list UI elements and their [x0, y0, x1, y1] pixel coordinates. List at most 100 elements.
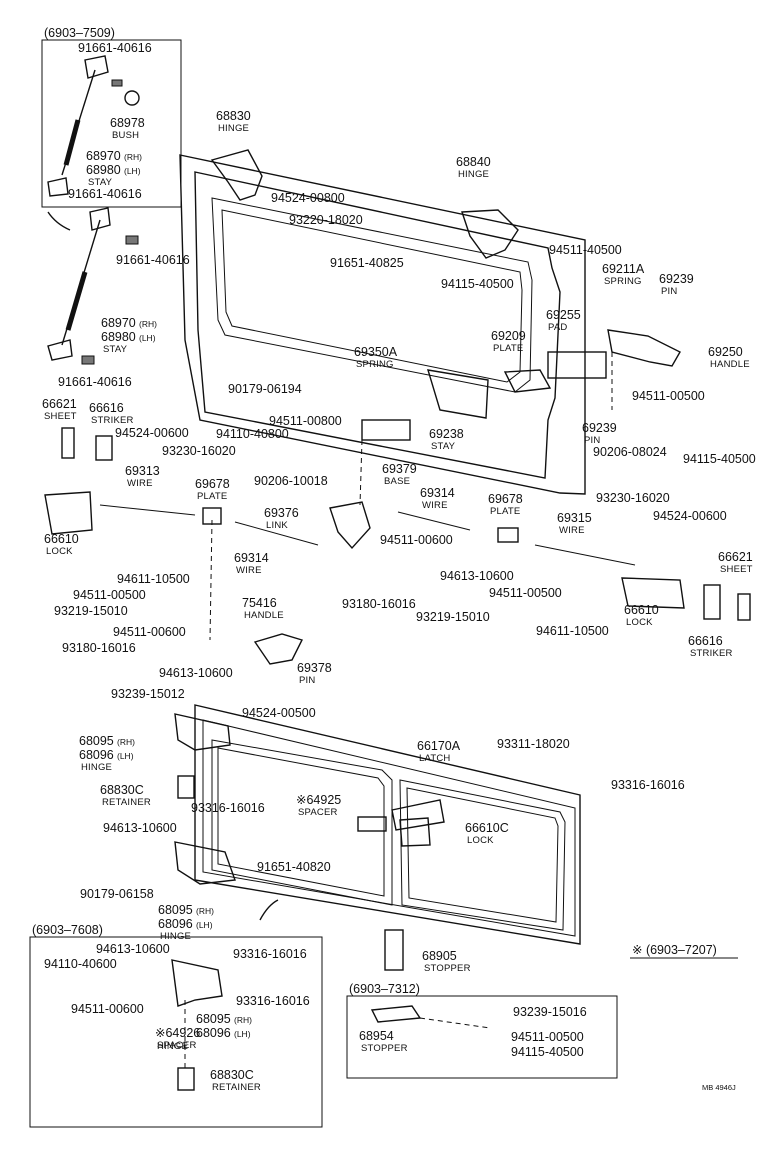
- striker-66616-left-icon: [95, 435, 113, 461]
- part-number: 94511-00500: [489, 586, 562, 600]
- stay-icon-inset: [47, 55, 140, 197]
- link-69376-icon: [329, 501, 371, 550]
- part-name: HINGE: [160, 931, 191, 942]
- part-name: LATCH: [419, 753, 450, 764]
- part-name: SPACER: [157, 1040, 197, 1051]
- part-number: 68980: [86, 163, 121, 177]
- part-name: BUSH: [112, 130, 139, 141]
- part-name: RETAINER: [212, 1082, 261, 1093]
- hinge-68095-top-icon: [174, 713, 231, 751]
- part-number: 94611-10500: [536, 624, 609, 638]
- inset-box-top-left: [41, 39, 182, 208]
- part-number: 68096: [79, 748, 114, 762]
- spacer-64925-icon: [357, 816, 387, 832]
- hinge-68830-icon: [210, 149, 263, 201]
- part-name: HINGE: [157, 1041, 188, 1052]
- part-number: 94613-10600: [96, 942, 170, 956]
- arrow-to-inset-bottom: [259, 899, 279, 921]
- part-number: 94511-00600: [113, 625, 186, 639]
- part-number: 90179-06158: [80, 887, 154, 901]
- lock-66610-left-icon: [44, 491, 93, 535]
- part-name: STAY: [431, 441, 456, 452]
- inset-range-bottom-left: (6903–7608): [32, 923, 103, 937]
- side-label: (RH): [234, 1015, 252, 1025]
- side-label: (RH): [139, 319, 157, 329]
- assembly-line-2: [359, 439, 363, 506]
- part-number: 94524-00600: [653, 509, 727, 523]
- part-number: 69238: [429, 427, 464, 441]
- part-number: 93239-15012: [111, 687, 185, 701]
- part-number: 66621: [718, 550, 753, 564]
- part-number: 66621: [42, 397, 77, 411]
- lock-66610-right-icon: [621, 577, 685, 609]
- part-number: 94613-10600: [103, 821, 177, 835]
- striker-66616-right-icon: [703, 584, 721, 620]
- side-label: (RH): [196, 906, 214, 916]
- part-number: 93180-16016: [342, 597, 416, 611]
- callout-94613-10600-61: 94613-10600: [159, 666, 233, 680]
- wire-69314-icon: [234, 521, 319, 546]
- part-name: HINGE: [218, 123, 249, 134]
- part-name: HANDLE: [710, 359, 750, 370]
- side-label: (LH): [196, 920, 213, 930]
- retainer-68830c-icon: [177, 775, 195, 799]
- part-number: 94115-40500: [511, 1045, 584, 1059]
- part-number: 68095: [158, 903, 193, 917]
- latch-66170a-icon: [391, 799, 445, 831]
- part-number: 66610: [624, 603, 659, 617]
- callout-94511-00600-45: 94511-00600: [380, 533, 453, 547]
- callout-94611-10500-57: 94611-10500: [536, 624, 609, 638]
- callout-93230-16020-40: 93230-16020: [596, 491, 670, 505]
- part-name: LOCK: [467, 835, 494, 846]
- part-number: 68970: [86, 149, 121, 163]
- part-name: SPRING: [356, 359, 394, 370]
- callout-91661-40616-5: 91661-40616: [116, 253, 190, 267]
- part-number: 66616: [89, 401, 124, 415]
- callout-hinge-lbl-87: HINGE: [157, 1041, 188, 1052]
- stopper-68954-icon: [370, 1005, 422, 1023]
- callout-68980-3: 68980(LH)STAY: [86, 163, 141, 188]
- part-number: 69255: [546, 308, 581, 322]
- part-number: 94511-00600: [380, 533, 453, 547]
- callout-93220-18020-11: 93220-18020: [289, 213, 363, 227]
- part-number: 93219-15010: [416, 610, 490, 624]
- part-name: STAY: [103, 344, 128, 355]
- callout-94511-00600-83: 94511-00600: [71, 1002, 144, 1016]
- inset-range-top: (6903–7509): [44, 26, 115, 40]
- callout-94511-00500-53: 94511-00500: [489, 586, 562, 600]
- part-name: LOCK: [46, 546, 73, 557]
- callout-93316-16016-69: 93316-16016: [611, 778, 685, 792]
- part-name: LINK: [266, 520, 288, 531]
- part-name: PLATE: [490, 506, 520, 517]
- part-number: 66170A: [417, 739, 461, 753]
- part-number: 91651-40825: [330, 256, 404, 270]
- part-number: 94613-10600: [159, 666, 233, 680]
- part-number: 94511-00500: [632, 389, 705, 403]
- inset-range-bottom-right: (6903–7312): [349, 982, 420, 996]
- part-number: 93316-16016: [233, 947, 307, 961]
- plate-69209-icon: [503, 369, 552, 393]
- part-number: 69678: [488, 492, 523, 506]
- part-number: 91651-40820: [257, 860, 331, 874]
- callout-94611-10500-49: 94611-10500: [117, 572, 190, 586]
- pad-69255-icon: [547, 351, 607, 379]
- callout-91661-40616-8: 91661-40616: [58, 375, 132, 389]
- callout-94524-00800-10: 94524-00800: [271, 191, 345, 205]
- part-number: 91661-40616: [58, 375, 132, 389]
- hinge-68840-icon: [461, 209, 519, 259]
- callout-68096-78: 68096(LH)HINGE: [158, 917, 213, 942]
- part-name: PAD: [548, 322, 567, 333]
- part-name: RETAINER: [102, 797, 151, 808]
- part-name: PIN: [584, 435, 600, 446]
